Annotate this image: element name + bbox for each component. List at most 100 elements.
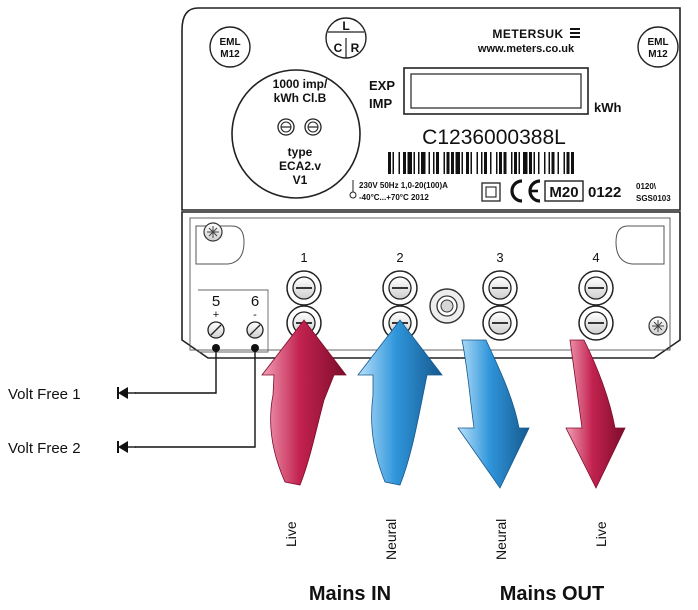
brand-logo-mark bbox=[570, 28, 580, 38]
impulse-rate-line1: 1000 imp/ bbox=[273, 77, 328, 91]
live-out-arrow bbox=[565, 339, 626, 489]
barcode-bar bbox=[523, 152, 528, 174]
barcode-bar bbox=[421, 152, 426, 174]
unit-kwh: kWh bbox=[594, 100, 622, 115]
certificate-line2: SGS0103 bbox=[636, 194, 671, 203]
seal-screw-bottom bbox=[648, 316, 668, 336]
barcode-bar bbox=[388, 152, 391, 174]
barcode-bar bbox=[451, 152, 454, 174]
barcode-bar bbox=[548, 152, 550, 174]
barcode bbox=[388, 152, 574, 174]
barcode-bar bbox=[529, 152, 532, 174]
m20-badge: M20 bbox=[544, 180, 584, 202]
serial-number: C1236000388L bbox=[422, 126, 566, 149]
lcr-c: C bbox=[334, 41, 343, 55]
barcode-bar bbox=[499, 152, 502, 174]
spec-line2: -40°C...+70°C 2012 bbox=[359, 193, 429, 202]
barcode-bar bbox=[403, 152, 406, 174]
ce-mark-icon bbox=[510, 179, 541, 203]
lcr-symbol: L C R bbox=[325, 17, 367, 59]
barcode-bar bbox=[538, 152, 540, 174]
barcode-bar bbox=[566, 152, 570, 174]
eml-badge-left: EML M12 bbox=[209, 26, 251, 68]
barcode-bar bbox=[466, 152, 469, 174]
eml-badge-left-line2: M12 bbox=[220, 49, 240, 60]
live-in-label: Live bbox=[283, 521, 299, 547]
volt-free-1-label: Volt Free 1 bbox=[8, 386, 81, 403]
terminal-3-number: 3 bbox=[496, 250, 503, 265]
barcode-bar bbox=[514, 152, 517, 174]
led-right bbox=[304, 118, 322, 136]
impulse-rate-line2: kWh Cl.B bbox=[274, 91, 327, 105]
certificate-line1: 0120\ bbox=[636, 182, 657, 191]
barcode-bar bbox=[533, 152, 535, 174]
imp-label: IMP bbox=[369, 96, 392, 111]
mains-in-label: Mains IN bbox=[309, 583, 391, 605]
terminal-5-screw bbox=[207, 321, 225, 339]
barcode-bar bbox=[446, 152, 450, 174]
terminal-4-screws bbox=[578, 270, 614, 341]
barcode-bar bbox=[490, 152, 492, 174]
barcode-bar bbox=[563, 152, 565, 174]
barcode-bar bbox=[407, 152, 412, 174]
lcr-r: R bbox=[351, 41, 360, 55]
neutral-out-label: Neural bbox=[493, 519, 509, 560]
thermometer-icon bbox=[349, 180, 357, 199]
barcode-bar bbox=[503, 152, 507, 174]
barcode-bar bbox=[481, 152, 483, 174]
exp-label: EXP bbox=[369, 78, 395, 93]
double-insulation-icon bbox=[481, 182, 501, 202]
terminal-6-number: 6 bbox=[251, 293, 259, 310]
volt-free-2-label: Volt Free 2 bbox=[8, 440, 81, 457]
barcode-bar bbox=[484, 152, 487, 174]
barcode-bar bbox=[461, 152, 463, 174]
barcode-bar bbox=[511, 152, 513, 174]
barcode-bar bbox=[392, 152, 394, 174]
volt-free-2-wire bbox=[117, 344, 259, 453]
terminal-4-number: 4 bbox=[592, 250, 599, 265]
terminal-3-screws bbox=[482, 270, 518, 341]
barcode-bar bbox=[544, 152, 546, 174]
barcode-bar bbox=[496, 152, 498, 174]
eml-badge-right-line2: M12 bbox=[648, 49, 668, 60]
barcode-bar bbox=[571, 152, 574, 174]
barcode-bar bbox=[428, 152, 430, 174]
barcode-bar bbox=[398, 152, 400, 174]
seal-screw-top bbox=[203, 222, 223, 242]
impulse-panel: 1000 imp/ kWh Cl.B type ECA2.v V1 bbox=[231, 69, 361, 199]
barcode-bar bbox=[455, 152, 460, 174]
barcode-bar bbox=[433, 152, 435, 174]
spec-line1: 230V 50Hz 1,0-20(100)A bbox=[359, 181, 448, 190]
barcode-bar bbox=[518, 152, 520, 174]
barcode-bar bbox=[418, 152, 420, 174]
barcode-bar bbox=[557, 152, 559, 174]
neutral-in-label: Neural bbox=[383, 519, 399, 560]
mains-out-label: Mains OUT bbox=[500, 583, 604, 605]
terminal-2-number: 2 bbox=[396, 250, 403, 265]
barcode-bar bbox=[443, 152, 445, 174]
led-left bbox=[277, 118, 295, 136]
barcode-bar bbox=[436, 152, 439, 174]
volt-free-1-wire bbox=[117, 344, 220, 399]
brand-website: www.meters.co.uk bbox=[477, 43, 575, 55]
terminal-6-screw bbox=[246, 321, 264, 339]
barcode-bar bbox=[551, 152, 555, 174]
eml-badge-left-line1: EML bbox=[219, 37, 240, 48]
brand-logo: METERSUK bbox=[492, 27, 563, 41]
type-line2: ECA2.v bbox=[279, 159, 321, 173]
lcr-l: L bbox=[342, 19, 349, 33]
barcode-bar bbox=[413, 152, 415, 174]
type-line1: type bbox=[288, 145, 313, 159]
terminal-5-number: 5 bbox=[212, 293, 220, 310]
terminal-5-sign: + bbox=[213, 309, 219, 321]
neutral-out-arrow bbox=[457, 339, 530, 489]
eml-badge-right: EML M12 bbox=[637, 26, 679, 68]
m20-label: M20 bbox=[549, 184, 578, 201]
terminal-1-number: 1 bbox=[300, 250, 307, 265]
eml-badge-right-line1: EML bbox=[647, 37, 668, 48]
center-mounting-hole bbox=[429, 288, 465, 324]
live-in-arrow bbox=[261, 319, 347, 486]
barcode-bar bbox=[476, 152, 478, 174]
notified-body-code: 0122 bbox=[588, 184, 621, 201]
type-line3: V1 bbox=[293, 173, 308, 187]
